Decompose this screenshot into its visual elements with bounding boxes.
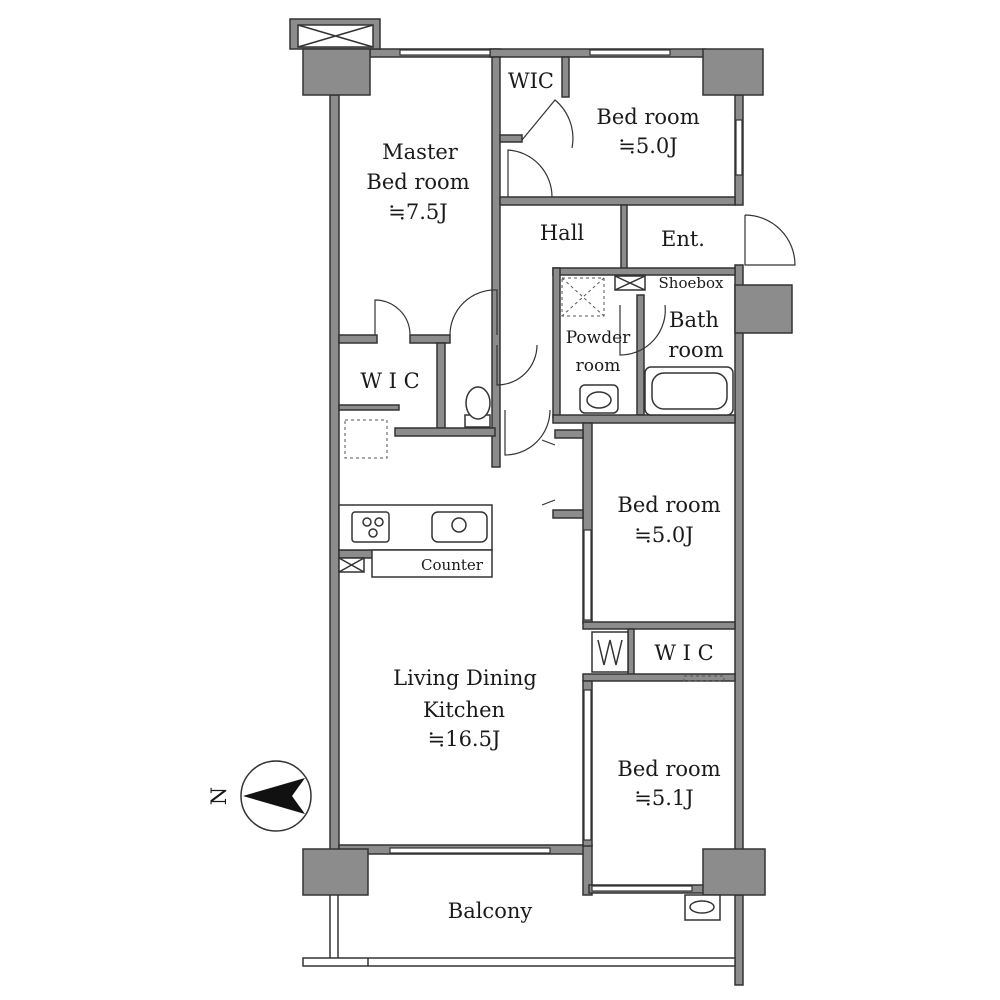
ldk-label: Living Dining xyxy=(393,666,537,690)
balcony-railing xyxy=(302,895,736,967)
window-bedroom-bottom-west xyxy=(583,689,592,841)
ac-unit-cross-icon xyxy=(297,24,374,48)
compass-north-label: N xyxy=(207,787,231,805)
balcony-label: Balcony xyxy=(448,899,533,923)
window-ldk xyxy=(389,847,551,854)
powder-room-label-2: room xyxy=(576,356,621,376)
wic-left-label: W I C xyxy=(360,369,419,393)
master-bedroom-size: ≒7.5J xyxy=(388,200,447,224)
wic-right-label: W I C xyxy=(654,641,713,665)
outdoor-unit-icon xyxy=(684,894,721,921)
window-east xyxy=(735,119,743,176)
cooktop-icon xyxy=(351,511,390,543)
wic-top-label: WIC xyxy=(508,69,554,93)
kitchen-sink-icon xyxy=(431,511,488,543)
windows xyxy=(389,49,743,892)
master-bedroom-label-2: Bed room xyxy=(366,170,469,194)
bath-room-label-2: room xyxy=(668,338,723,362)
washer-space-icon xyxy=(344,419,388,459)
hall-label: Hall xyxy=(540,221,585,245)
counter-surface xyxy=(371,549,493,578)
window-bedroom-top xyxy=(589,49,671,56)
bedroom-bottom-size: ≒5.1J xyxy=(634,786,693,810)
window-master xyxy=(399,49,491,56)
bedroom-middle-label: Bed room xyxy=(617,493,720,517)
ldk-label-2: Kitchen xyxy=(423,698,505,722)
bath-room-label: Bath xyxy=(669,308,719,332)
doors xyxy=(374,99,796,506)
window-bedroom-bottom xyxy=(591,885,693,892)
entrance-label: Ent. xyxy=(661,227,705,251)
powder-room-label: Powder xyxy=(566,328,631,348)
ldk-size: ≒16.5J xyxy=(428,727,501,751)
shoebox-label: Shoebox xyxy=(659,274,724,292)
window-bedroom-middle xyxy=(583,529,592,621)
closet-doors-icon xyxy=(591,631,629,673)
room-labels: Master Bed room ≒7.5J WIC Bed room ≒5.0J… xyxy=(207,69,724,923)
north-arrow-icon xyxy=(240,760,312,832)
master-bedroom-label: Master xyxy=(382,140,459,164)
counter-label: Counter xyxy=(421,556,484,574)
fixtures xyxy=(338,275,734,921)
washer-space-top-icon xyxy=(561,277,605,317)
toilet-bowl-icon xyxy=(465,386,491,420)
bedroom-top-size: ≒5.0J xyxy=(618,134,677,158)
bedroom-bottom-label: Bed room xyxy=(617,757,720,781)
powder-sink-icon xyxy=(579,384,619,414)
bedroom-top-label: Bed room xyxy=(596,105,699,129)
bedroom-middle-size: ≒5.0J xyxy=(634,523,693,547)
